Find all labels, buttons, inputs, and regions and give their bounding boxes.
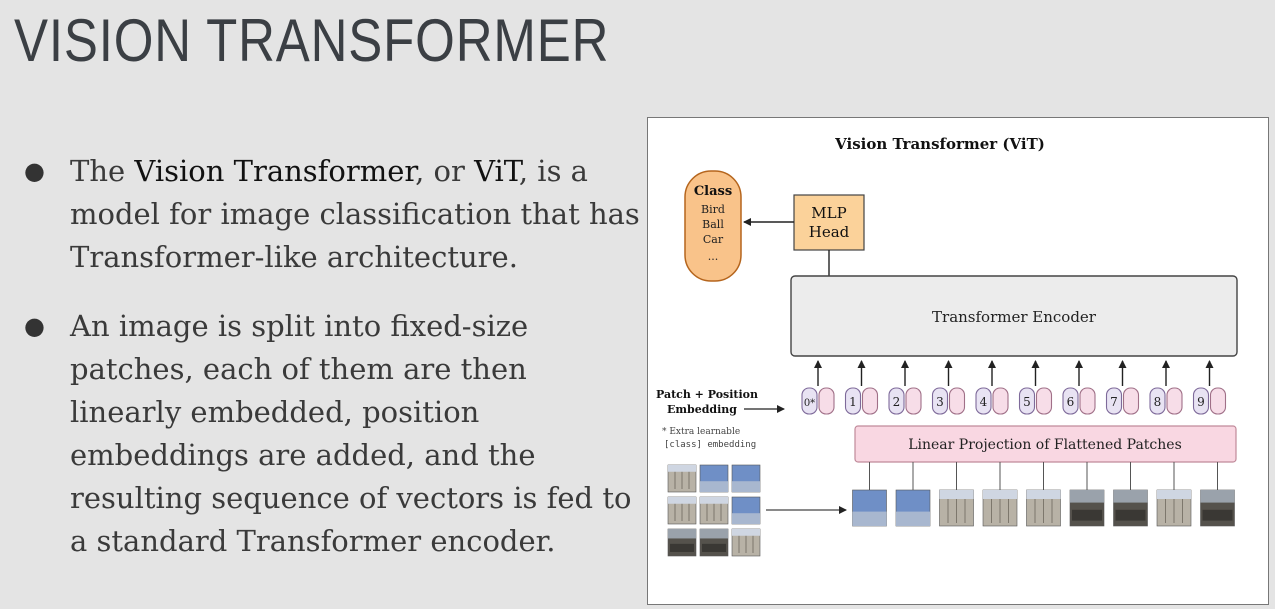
position-embedding <box>931 387 949 415</box>
patch-token-embedding <box>1122 387 1140 415</box>
flattened-patch-sequence <box>852 489 1235 527</box>
patch-token-embedding <box>818 387 835 415</box>
patch-token-embedding <box>861 387 879 415</box>
position-index: 2 <box>893 395 901 409</box>
bullet-part: An image is split into fixed-size patche… <box>70 309 632 558</box>
flattened-patch <box>1156 489 1192 527</box>
position-index: 7 <box>1110 395 1118 409</box>
patch-position-label: Patch + Position <box>656 388 758 401</box>
bullet-list: ● The Vision Transformer, or ViT, is a m… <box>20 150 640 563</box>
flattened-patch <box>1026 489 1061 527</box>
position-index: 6 <box>1067 395 1075 409</box>
token-embeddings: 0* 1 2 3 4 5 6 7 8 9 <box>801 387 1227 415</box>
source-patch <box>699 464 729 493</box>
bullet-part-bold: ViT <box>474 154 519 188</box>
mlp-head-label: MLP <box>811 204 846 222</box>
vit-diagram-svg: Vision Transformer (ViT) Class Bird Ball… <box>656 135 1238 557</box>
source-patch <box>699 496 729 525</box>
linear-projection-box <box>854 425 1237 463</box>
transformer-encoder-label: Transformer Encoder <box>932 308 1097 326</box>
position-index: 4 <box>980 395 988 409</box>
flattened-patch <box>1113 489 1148 527</box>
position-embedding <box>1192 387 1210 415</box>
vit-architecture-figure: Vision Transformer (ViT) Class Bird Ball… <box>647 117 1269 605</box>
position-embedding <box>801 387 818 415</box>
source-patch <box>731 528 761 557</box>
source-patch <box>699 528 729 557</box>
flattened-patch <box>852 489 887 527</box>
source-image-patch-grid <box>667 464 761 557</box>
encoder-input-arrows <box>814 360 1214 386</box>
position-embedding <box>1105 387 1123 415</box>
bullet-part: , is a model for image classification th… <box>70 154 640 274</box>
position-embedding <box>1149 387 1166 415</box>
linear-projection-label: Linear Projection of Flattened Patches <box>908 437 1182 453</box>
figure-title: Vision Transformer (ViT) <box>834 135 1045 153</box>
class-item: Ball <box>702 218 724 231</box>
bullet-dot-icon: ● <box>24 157 45 185</box>
bullet-part: The <box>70 154 135 188</box>
transformer-encoder-box <box>790 275 1238 357</box>
bullet-item: ● An image is split into fixed-size patc… <box>20 305 640 563</box>
mlp-head-box <box>793 194 865 251</box>
source-patch <box>667 528 697 557</box>
flattened-patch <box>939 489 974 527</box>
position-embedding <box>888 387 905 415</box>
source-patch <box>667 496 697 525</box>
bullet-item: ● The Vision Transformer, or ViT, is a m… <box>20 150 640 279</box>
class-item: Bird <box>701 203 725 216</box>
flattened-patch <box>1069 489 1105 527</box>
position-index: 3 <box>936 395 944 409</box>
bullet-dot-icon: ● <box>24 312 45 340</box>
position-index: 5 <box>1023 395 1031 409</box>
patch-token-embedding <box>948 387 966 415</box>
position-index: 9 <box>1197 395 1205 409</box>
patch-to-projection-lines <box>869 462 1218 490</box>
patch-token-embedding <box>905 387 922 415</box>
source-patch <box>731 464 761 493</box>
position-embedding <box>975 387 992 415</box>
extra-learnable-note: * Extra learnable <box>662 427 740 437</box>
source-patch <box>731 496 761 525</box>
class-item: Car <box>703 233 724 246</box>
position-index: 0* <box>804 398 815 409</box>
position-embedding <box>844 387 862 415</box>
patch-token-embedding <box>992 387 1009 415</box>
class-item: ... <box>708 250 719 263</box>
patch-token-embedding <box>1079 387 1096 415</box>
bullet-part: , or <box>415 154 475 188</box>
flattened-patch <box>895 489 931 527</box>
bullet-part-bold: Vision Transformer <box>134 154 416 188</box>
position-index: 8 <box>1154 395 1162 409</box>
patch-position-label: Embedding <box>667 403 737 416</box>
source-patch <box>667 464 697 493</box>
class-box-header: Class <box>694 184 732 199</box>
extra-learnable-note: [class] embedding <box>664 440 756 450</box>
position-embedding <box>1062 387 1079 415</box>
position-index: 1 <box>849 395 857 409</box>
slide-title: VISION TRANSFORMER <box>14 7 610 74</box>
flattened-patch <box>982 489 1018 527</box>
class-output-box <box>684 170 742 282</box>
patch-token-embedding <box>1209 387 1227 415</box>
position-embedding <box>1018 387 1036 415</box>
patch-token-embedding <box>1035 387 1053 415</box>
patch-token-embedding <box>1166 387 1183 415</box>
mlp-head-label: Head <box>809 223 850 241</box>
flattened-patch <box>1200 489 1235 527</box>
